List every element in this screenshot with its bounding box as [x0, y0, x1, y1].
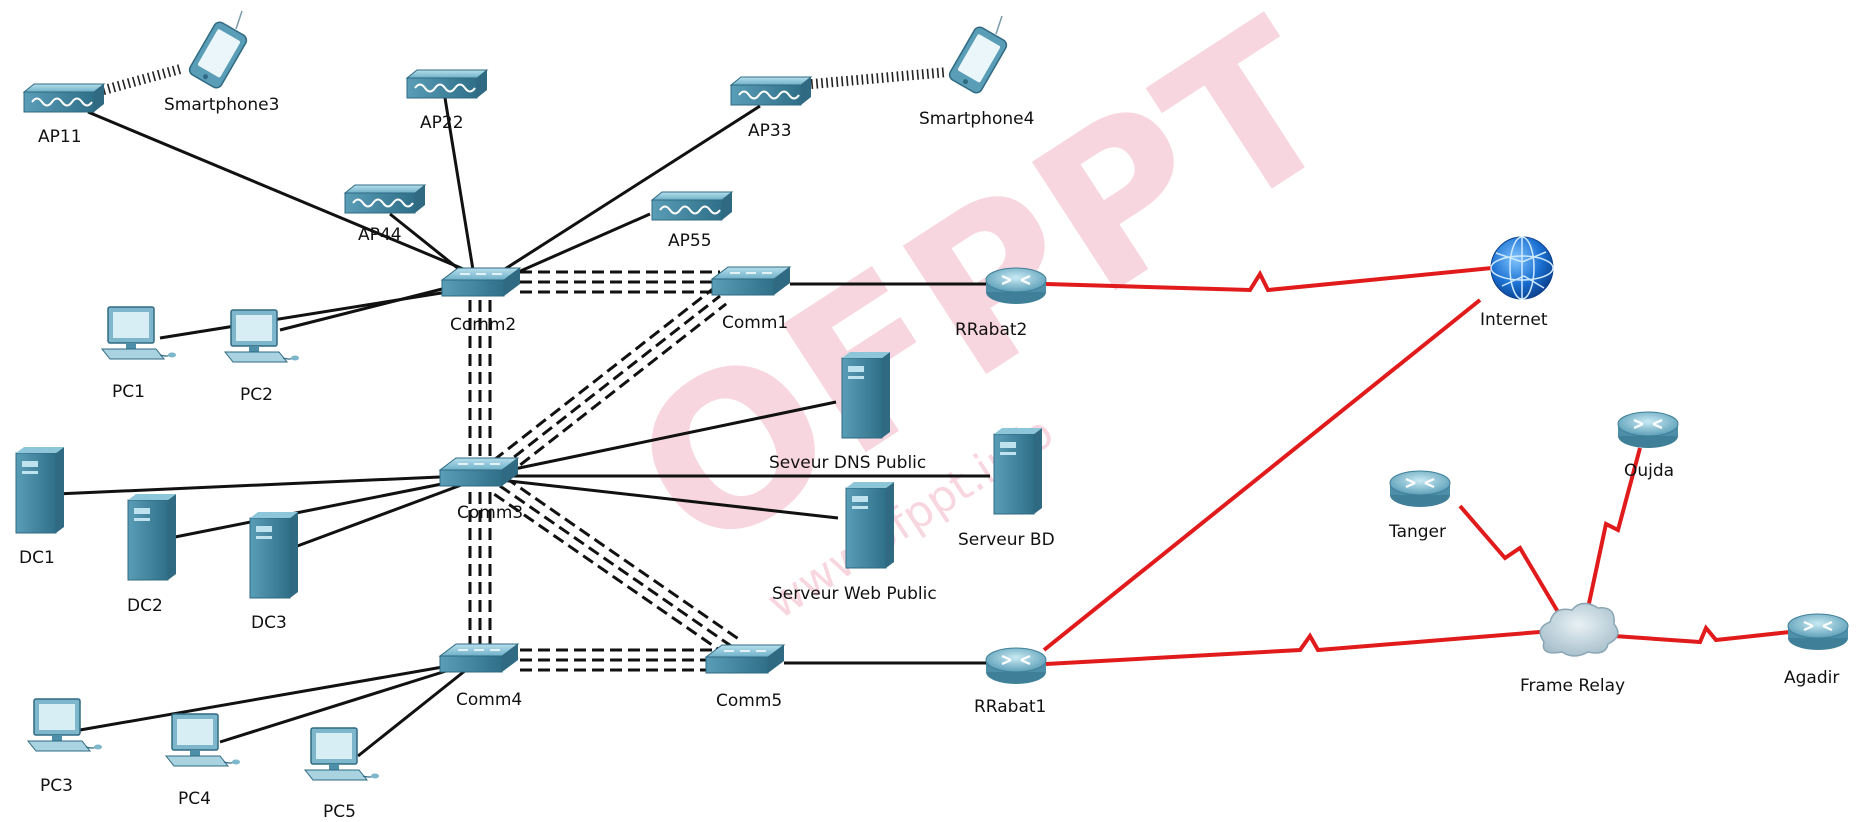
label-pc4: PC4 — [178, 789, 211, 809]
comm1-switch-icon[interactable] — [711, 266, 791, 296]
labels-layer: Smartphone3 Smartphone4 AP11 AP22 AP33 A… — [19, 95, 1839, 822]
link-ap22-comm2 — [443, 97, 476, 277]
internet-internet-globe-icon[interactable] — [1490, 236, 1554, 300]
label-dc3: DC3 — [251, 613, 287, 633]
link-dc1-comm3 — [55, 474, 463, 496]
smartphone4-smartphone-icon[interactable] — [946, 15, 1010, 96]
wan-rrabat1-internet — [1042, 298, 1482, 652]
label-smartphone3: Smartphone3 — [164, 95, 279, 115]
label-pc5: PC5 — [323, 802, 356, 822]
trunk-comm3-comm1-1 — [499, 294, 721, 470]
link-pc3-comm4 — [79, 662, 461, 732]
wireless-link-ap33-smartphone4 — [810, 67, 945, 90]
link-ap11-comm2 — [87, 110, 481, 278]
wan-rrabat2-internet — [1045, 266, 1493, 293]
label-frame-relay: Frame Relay — [1520, 676, 1625, 696]
dc2-server-icon[interactable] — [127, 493, 177, 581]
label-ap33: AP33 — [748, 121, 792, 141]
wan-tanger-frame-relay — [1458, 504, 1560, 614]
smartphone3-smartphone-icon[interactable] — [186, 10, 250, 91]
ap44-access-point-icon[interactable] — [344, 184, 426, 214]
label-pc2: PC2 — [240, 385, 273, 405]
label-pc1: PC1 — [112, 382, 145, 402]
label-ap11: AP11 — [38, 127, 82, 147]
oujda-router-icon[interactable] — [1616, 410, 1680, 450]
trunk-comm3-comm5-1 — [499, 484, 735, 650]
label-comm1: Comm1 — [722, 313, 788, 333]
link-ap55-comm2 — [499, 212, 651, 282]
dc1-server-icon[interactable] — [15, 446, 65, 534]
label-comm4: Comm4 — [456, 690, 522, 710]
ap11-access-point-icon[interactable] — [23, 83, 105, 113]
label-web: Serveur Web Public — [772, 584, 937, 604]
wan-frame-relay-agadir — [1613, 624, 1791, 645]
pc5-pc-icon[interactable] — [304, 727, 380, 781]
label-agadir: Agadir — [1784, 668, 1839, 688]
trunk-comm3-comm5-2 — [493, 492, 730, 658]
link-ap33-comm2 — [493, 104, 761, 278]
comm3-switch-icon[interactable] — [439, 457, 519, 487]
label-ap22: AP22 — [420, 113, 464, 133]
label-rrabat1: RRabat1 — [974, 697, 1046, 717]
bd-server-icon[interactable] — [993, 427, 1043, 515]
label-ap44: AP44 — [358, 225, 402, 245]
label-tanger: Tanger — [1388, 522, 1446, 542]
label-comm3: Comm3 — [457, 503, 523, 523]
wireless-link-ap11-smartphone3 — [101, 64, 182, 96]
label-smartphone4: Smartphone4 — [919, 109, 1034, 129]
dns-server-icon[interactable] — [841, 351, 891, 439]
link-comm3-dns — [499, 400, 837, 474]
label-rrabat2: RRabat2 — [955, 320, 1027, 340]
dc3-server-icon[interactable] — [249, 511, 299, 599]
wan-oujda-frame-relay — [1586, 447, 1642, 609]
trunk-comm3-comm1-2 — [505, 302, 728, 478]
label-dc2: DC2 — [127, 596, 163, 616]
link-dc2-comm3 — [169, 478, 463, 540]
ap33-access-point-icon[interactable] — [730, 76, 812, 106]
wan-rrabat1-frame-relay — [1045, 630, 1541, 666]
trunk-comm3-comm1-0 — [492, 286, 715, 462]
label-internet: Internet — [1480, 310, 1548, 330]
label-ap55: AP55 — [668, 231, 712, 251]
frame-relay-cloud-icon[interactable] — [1539, 602, 1619, 657]
comm2-switch-icon[interactable] — [441, 267, 521, 297]
label-dc1: DC1 — [19, 548, 55, 568]
tanger-router-icon[interactable] — [1388, 469, 1452, 509]
trunk-comm3-comm5-0 — [504, 476, 741, 642]
link-pc4-comm4 — [219, 664, 463, 744]
pc1-pc-icon[interactable] — [101, 306, 177, 360]
comm5-switch-icon[interactable] — [705, 644, 785, 674]
ap22-access-point-icon[interactable] — [406, 69, 488, 99]
link-comm3-web — [499, 478, 839, 520]
label-dns: Seveur DNS Public — [769, 453, 926, 473]
rrabat2-router-icon[interactable] — [984, 266, 1048, 306]
link-ap44-comm2 — [389, 212, 471, 280]
label-comm2: Comm2 — [450, 315, 516, 335]
label-comm5: Comm5 — [716, 691, 782, 711]
rrabat1-router-icon[interactable] — [984, 646, 1048, 686]
link-pc5-comm4 — [357, 668, 467, 758]
agadir-router-icon[interactable] — [1786, 612, 1850, 652]
label-bd: Serveur BD — [958, 530, 1055, 550]
ap55-access-point-icon[interactable] — [651, 191, 733, 221]
link-dc3-comm3 — [291, 482, 465, 550]
watermark-text: OFPPT — [594, 0, 1376, 602]
link-pc2-comm2 — [279, 282, 463, 332]
web-server-icon[interactable] — [845, 481, 895, 569]
label-oujda: Oujda — [1624, 461, 1674, 481]
label-pc3: PC3 — [40, 776, 73, 796]
pc3-pc-icon[interactable] — [27, 698, 103, 752]
comm4-switch-icon[interactable] — [439, 643, 519, 673]
links-layer — [55, 64, 1791, 758]
